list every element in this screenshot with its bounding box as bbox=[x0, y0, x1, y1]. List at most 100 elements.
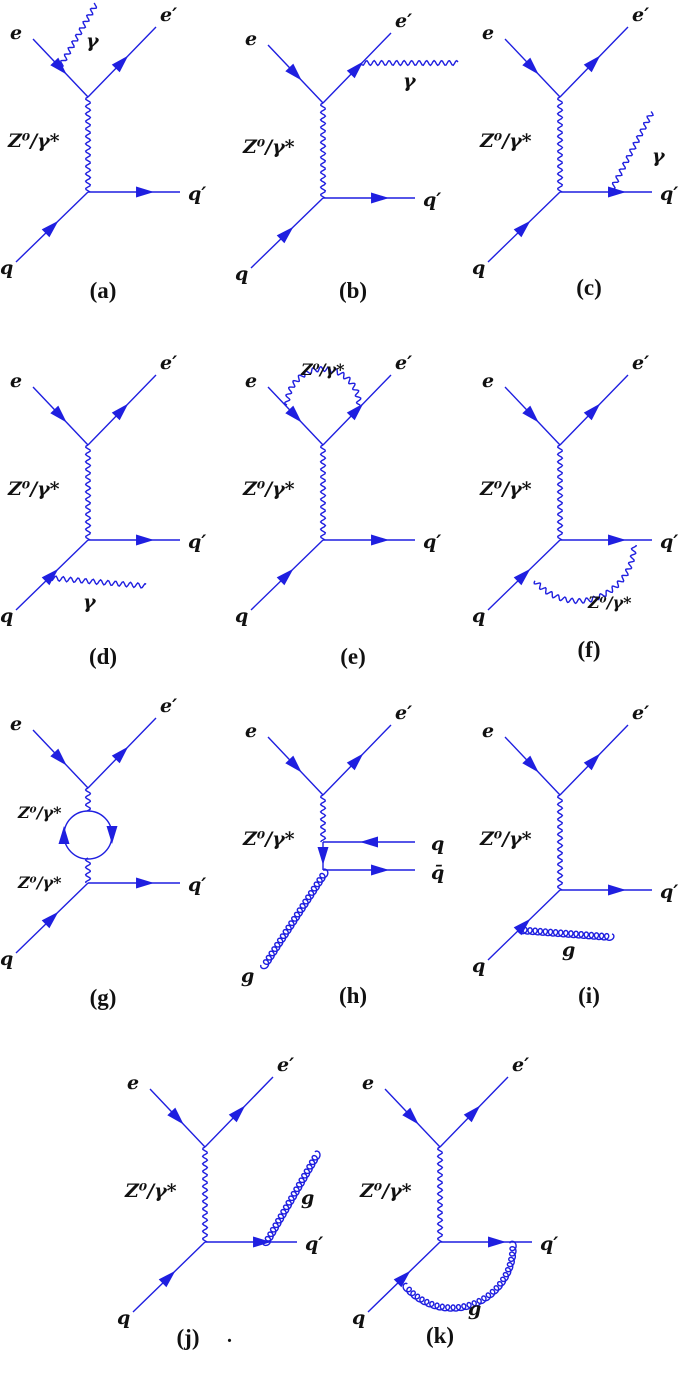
diagram-h: ee′Z⁰/γ*qq̄g(h) bbox=[241, 702, 444, 1008]
boson-label: Z⁰/γ* bbox=[7, 478, 60, 500]
electron-label: e bbox=[362, 1072, 374, 1094]
incoming-electron-line-arrow bbox=[50, 748, 67, 766]
boson-propagator bbox=[84, 444, 92, 541]
caption-c: (c) bbox=[576, 275, 602, 300]
incoming-electron-line-arrow bbox=[522, 755, 539, 773]
gluon-line bbox=[260, 868, 329, 970]
electron-prime-label: e′ bbox=[632, 352, 649, 374]
quark-prime-label: q′ bbox=[423, 531, 441, 553]
electron-label: e bbox=[10, 713, 22, 735]
quark-prime-label: q′ bbox=[305, 1233, 323, 1255]
outgoing-electron-line-arrow bbox=[346, 61, 364, 79]
boson-propagator bbox=[201, 1146, 209, 1243]
diagram-i: ee′Z⁰/γ*qq′g(i) bbox=[472, 702, 678, 1008]
gluon-line bbox=[517, 926, 615, 941]
diagram-f: ee′Z⁰/γ*qq′Z⁰/γ*(f) bbox=[472, 352, 678, 662]
incoming-electron-line-arrow bbox=[285, 63, 302, 81]
electron-prime-label: e′ bbox=[395, 10, 412, 32]
quark-label: q bbox=[0, 948, 13, 970]
incoming-quark-line-arrow bbox=[276, 226, 294, 244]
electron-prime-label: e′ bbox=[632, 4, 649, 26]
boson-label: Z⁰/γ* bbox=[479, 130, 532, 152]
quark-prime-label: q′ bbox=[660, 881, 678, 903]
boson-label: Z⁰/γ* bbox=[7, 130, 60, 152]
boson-propagator bbox=[436, 1146, 444, 1243]
quark-label: q bbox=[472, 605, 485, 627]
boson-label: Z⁰/γ* bbox=[242, 828, 295, 850]
photon-label: γ bbox=[652, 145, 666, 167]
electron-prime-label: e′ bbox=[395, 352, 412, 374]
boson-label: Z⁰/γ* bbox=[479, 828, 532, 850]
quark-label: q bbox=[0, 257, 13, 279]
outgoing-quark-line-arrow bbox=[253, 1236, 272, 1248]
quark-prime-label: q′ bbox=[423, 189, 441, 211]
boson-propagator bbox=[319, 102, 327, 199]
incoming-electron-line-arrow bbox=[50, 405, 67, 423]
outgoing-electron-line-arrow bbox=[583, 753, 601, 771]
incoming-electron-line-arrow bbox=[285, 405, 302, 423]
incoming-quark-line-arrow bbox=[513, 220, 531, 238]
incoming-electron-line-arrow bbox=[167, 1107, 184, 1125]
outgoing-quark-line-arrow bbox=[136, 534, 155, 546]
quark-label: q bbox=[352, 1307, 365, 1329]
quark-prime-label: q′ bbox=[660, 183, 678, 205]
diagram-g: ee′qq′Z⁰/γ*Z⁰/γ*(g) bbox=[0, 695, 206, 1010]
incoming-electron-line-arrow bbox=[285, 755, 302, 773]
stray-dot: . bbox=[227, 1325, 232, 1347]
electron-label: e bbox=[482, 720, 494, 742]
outgoing-antiquark-line-arrow bbox=[371, 864, 390, 876]
diagram-d: ee′Z⁰/γ*qq′γ(d) bbox=[0, 352, 206, 669]
outgoing-electron-line-arrow bbox=[111, 55, 129, 73]
diagram-e: ee′Z⁰/γ*qq′Z⁰/γ*(e) bbox=[235, 352, 441, 669]
caption-d: (d) bbox=[89, 644, 117, 669]
boson-loop-label: Z⁰/γ* bbox=[587, 593, 632, 612]
incoming-quark-line-arrow bbox=[393, 1270, 411, 1288]
quark-exchange-line-arrow bbox=[317, 847, 329, 865]
incoming-electron-line-arrow bbox=[522, 405, 539, 423]
boson-loop-label: Z⁰/γ* bbox=[300, 360, 345, 379]
electron-label: e bbox=[10, 370, 22, 392]
boson-propagator bbox=[556, 96, 564, 193]
electron-label: e bbox=[245, 28, 257, 50]
outgoing-quark-line-arrow bbox=[608, 186, 627, 198]
electron-label: e bbox=[10, 22, 22, 44]
fermion-loop-arrow-left bbox=[58, 826, 70, 844]
electron-prime-label: e′ bbox=[160, 695, 177, 717]
boson-label-lower: Z⁰/γ* bbox=[17, 873, 62, 892]
quark-label: q bbox=[235, 263, 248, 285]
outgoing-electron-line-arrow bbox=[583, 403, 601, 421]
outgoing-electron-line-arrow bbox=[111, 746, 129, 764]
photon-line bbox=[611, 111, 654, 190]
incoming-quark-line-arrow bbox=[158, 1270, 176, 1288]
boson-loop bbox=[533, 544, 637, 605]
electron-prime-label: e′ bbox=[160, 352, 177, 374]
caption-j: (j) bbox=[177, 1325, 200, 1350]
electron-prime-label: e′ bbox=[277, 1054, 294, 1076]
quark-prime-label: q′ bbox=[660, 531, 678, 553]
boson-label: Z⁰/γ* bbox=[242, 478, 295, 500]
diagram-b: ee′Z⁰/γ*qq′γ(b) bbox=[235, 10, 459, 303]
quark-prime-label: q′ bbox=[188, 183, 206, 205]
boson-label-upper: Z⁰/γ* bbox=[17, 803, 62, 822]
boson-propagator bbox=[319, 794, 327, 843]
incoming-quark-line-arrow bbox=[41, 220, 59, 238]
electron-prime-label: e′ bbox=[160, 4, 177, 26]
photon-line bbox=[59, 2, 98, 68]
boson-propagator bbox=[319, 444, 327, 541]
outgoing-electron-line-arrow bbox=[463, 1105, 481, 1123]
outgoing-quark-line-arrow bbox=[608, 534, 627, 546]
electron-label: e bbox=[482, 370, 494, 392]
diagram-c: ee′Z⁰/γ*qq′γ(c) bbox=[472, 4, 678, 300]
antiquark-label: q̄ bbox=[431, 862, 444, 884]
gluon-loop bbox=[402, 1240, 517, 1312]
photon-label: γ bbox=[403, 70, 417, 92]
outgoing-quark-line-arrow bbox=[371, 534, 390, 546]
boson-propagator bbox=[84, 96, 92, 193]
outgoing-electron-line-arrow bbox=[228, 1105, 246, 1123]
diagram-a: ee′Z⁰/γ*qq′γ(a) bbox=[0, 2, 206, 303]
boson-label: Z⁰/γ* bbox=[124, 1180, 177, 1202]
fermion-loop-arrow-right bbox=[106, 826, 118, 844]
incoming-quark-line-arrow bbox=[41, 568, 59, 586]
quark-prime-label: q′ bbox=[540, 1233, 558, 1255]
